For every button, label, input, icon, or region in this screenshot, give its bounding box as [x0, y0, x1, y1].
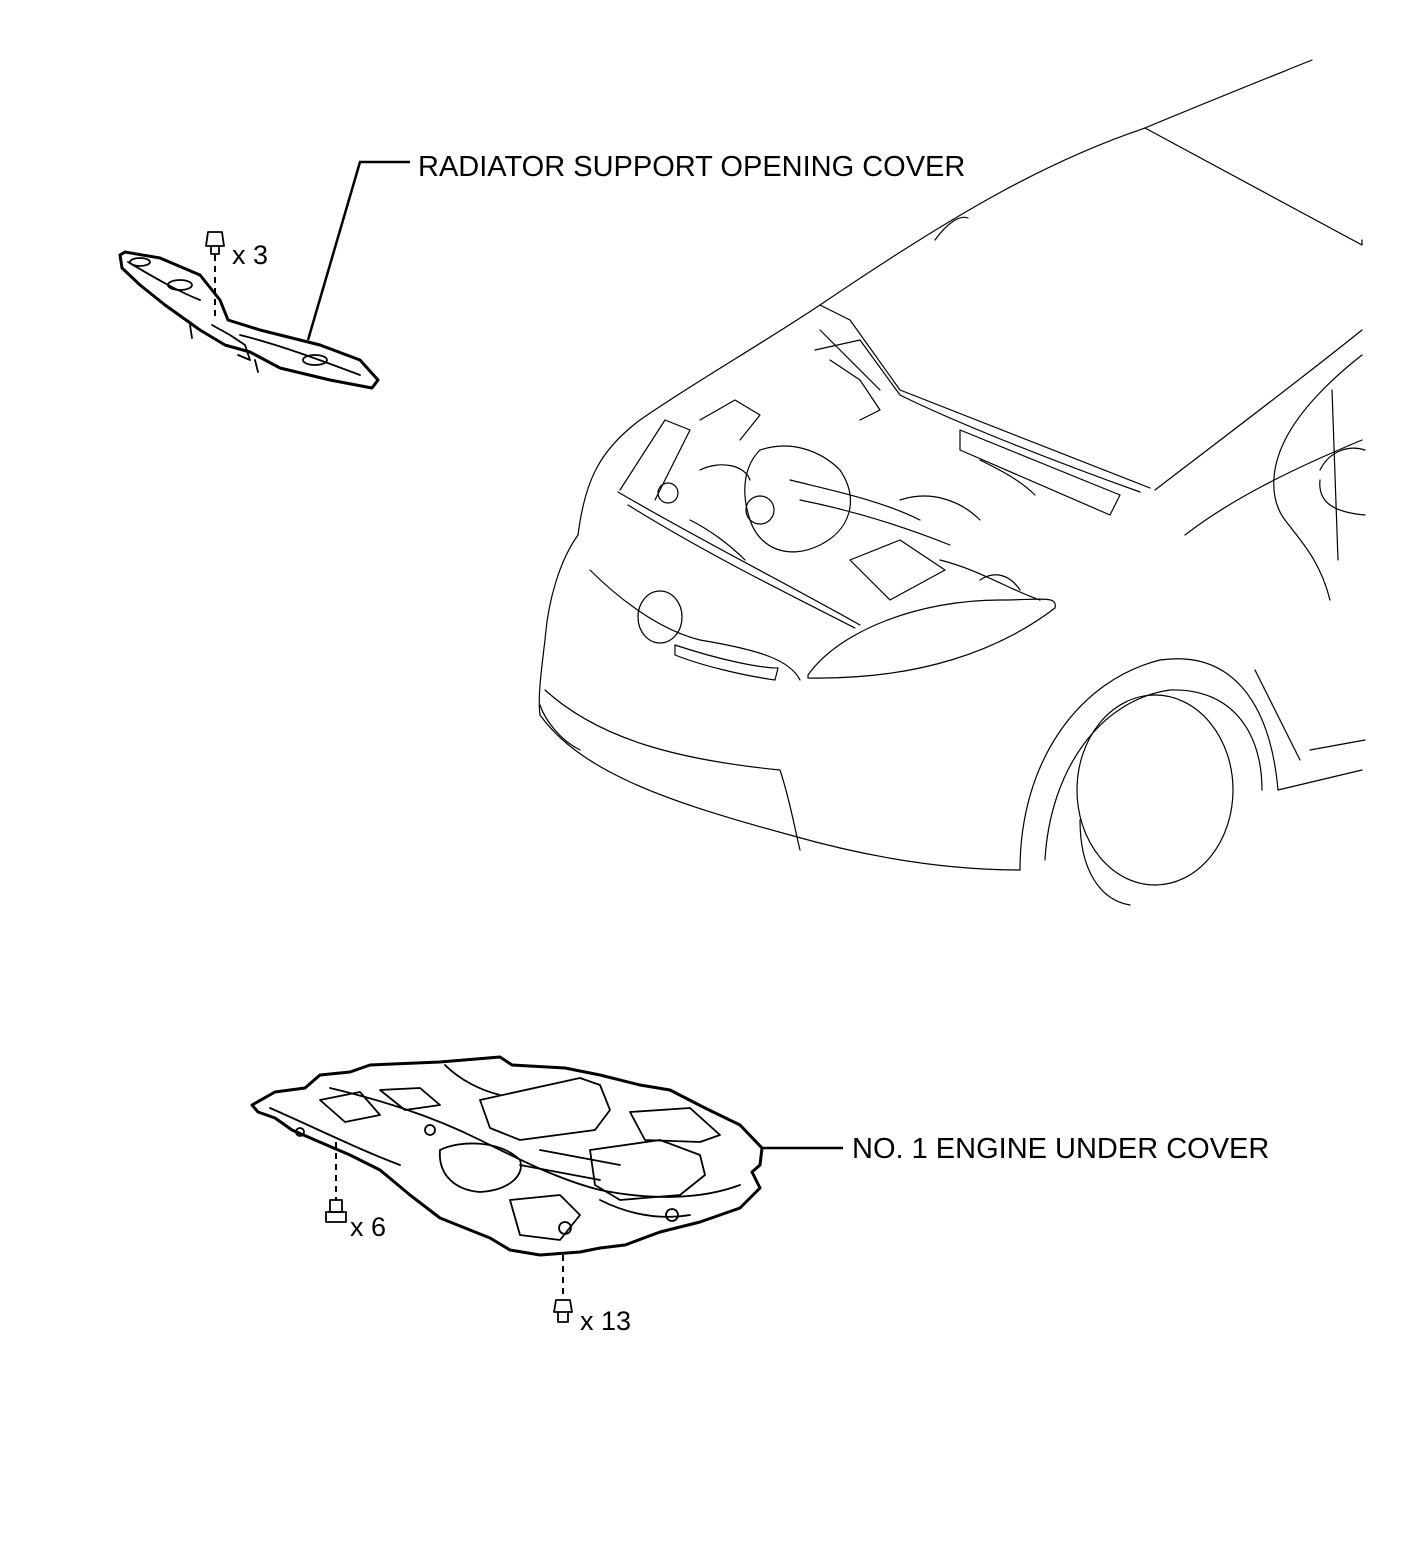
- no1-engine-under-cover-label: NO. 1 ENGINE UNDER COVER: [852, 1133, 1270, 1165]
- under-cover-clip-quantity: x 13: [580, 1306, 632, 1336]
- radiator-support-opening-cover-label: RADIATOR SUPPORT OPENING COVER: [418, 151, 966, 183]
- vehicle-illustration: [538, 59, 1366, 906]
- under-cover-bolt-quantity: x 6: [350, 1212, 387, 1242]
- radiator-cover-leader-line: [306, 160, 410, 341]
- radiator-support-opening-cover-part: [118, 231, 380, 390]
- engine-bay: [617, 304, 1151, 629]
- engine-under-cover-part: [250, 1055, 764, 1323]
- radiator-cover-clip-quantity: x 3: [232, 240, 269, 270]
